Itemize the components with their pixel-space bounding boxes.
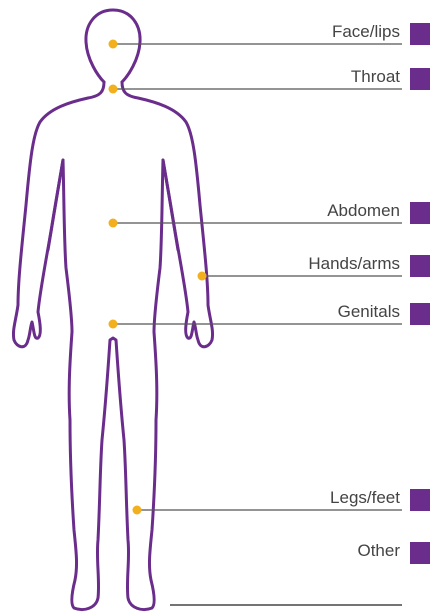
- left-inner-arm: [48, 160, 63, 250]
- marker-dot-face-lips: [109, 40, 118, 49]
- head-outline-right: [113, 10, 140, 82]
- head-outline: [86, 10, 113, 82]
- swatch-other[interactable]: [410, 542, 430, 564]
- marker-dot-genitals: [109, 320, 118, 329]
- swatch-throat[interactable]: [410, 68, 430, 90]
- swatch-hands-arms[interactable]: [410, 255, 430, 277]
- label-genitals: Genitals: [338, 302, 400, 321]
- label-abdomen: Abdomen: [327, 201, 400, 220]
- selection-swatches[interactable]: [410, 23, 430, 564]
- right-inner-arm: [163, 160, 178, 250]
- swatch-legs-feet[interactable]: [410, 489, 430, 511]
- marker-dot-legs-feet: [133, 506, 142, 515]
- human-body-outline: [13, 10, 212, 610]
- body-silhouette: [13, 82, 212, 610]
- label-legs-feet: Legs/feet: [330, 488, 400, 507]
- label-face-lips: Face/lips: [332, 22, 400, 41]
- area-labels: Face/lips Throat Abdomen Hands/arms Geni…: [308, 22, 400, 560]
- label-other: Other: [357, 541, 400, 560]
- label-hands-arms: Hands/arms: [308, 254, 400, 273]
- swatch-genitals[interactable]: [410, 303, 430, 325]
- marker-dot-abdomen: [109, 219, 118, 228]
- marker-dot-hands-arms: [198, 272, 207, 281]
- label-throat: Throat: [351, 67, 400, 86]
- swatch-face-lips[interactable]: [410, 23, 430, 45]
- swatch-abdomen[interactable]: [410, 202, 430, 224]
- marker-dot-throat: [109, 85, 118, 94]
- leader-lines: [113, 44, 402, 605]
